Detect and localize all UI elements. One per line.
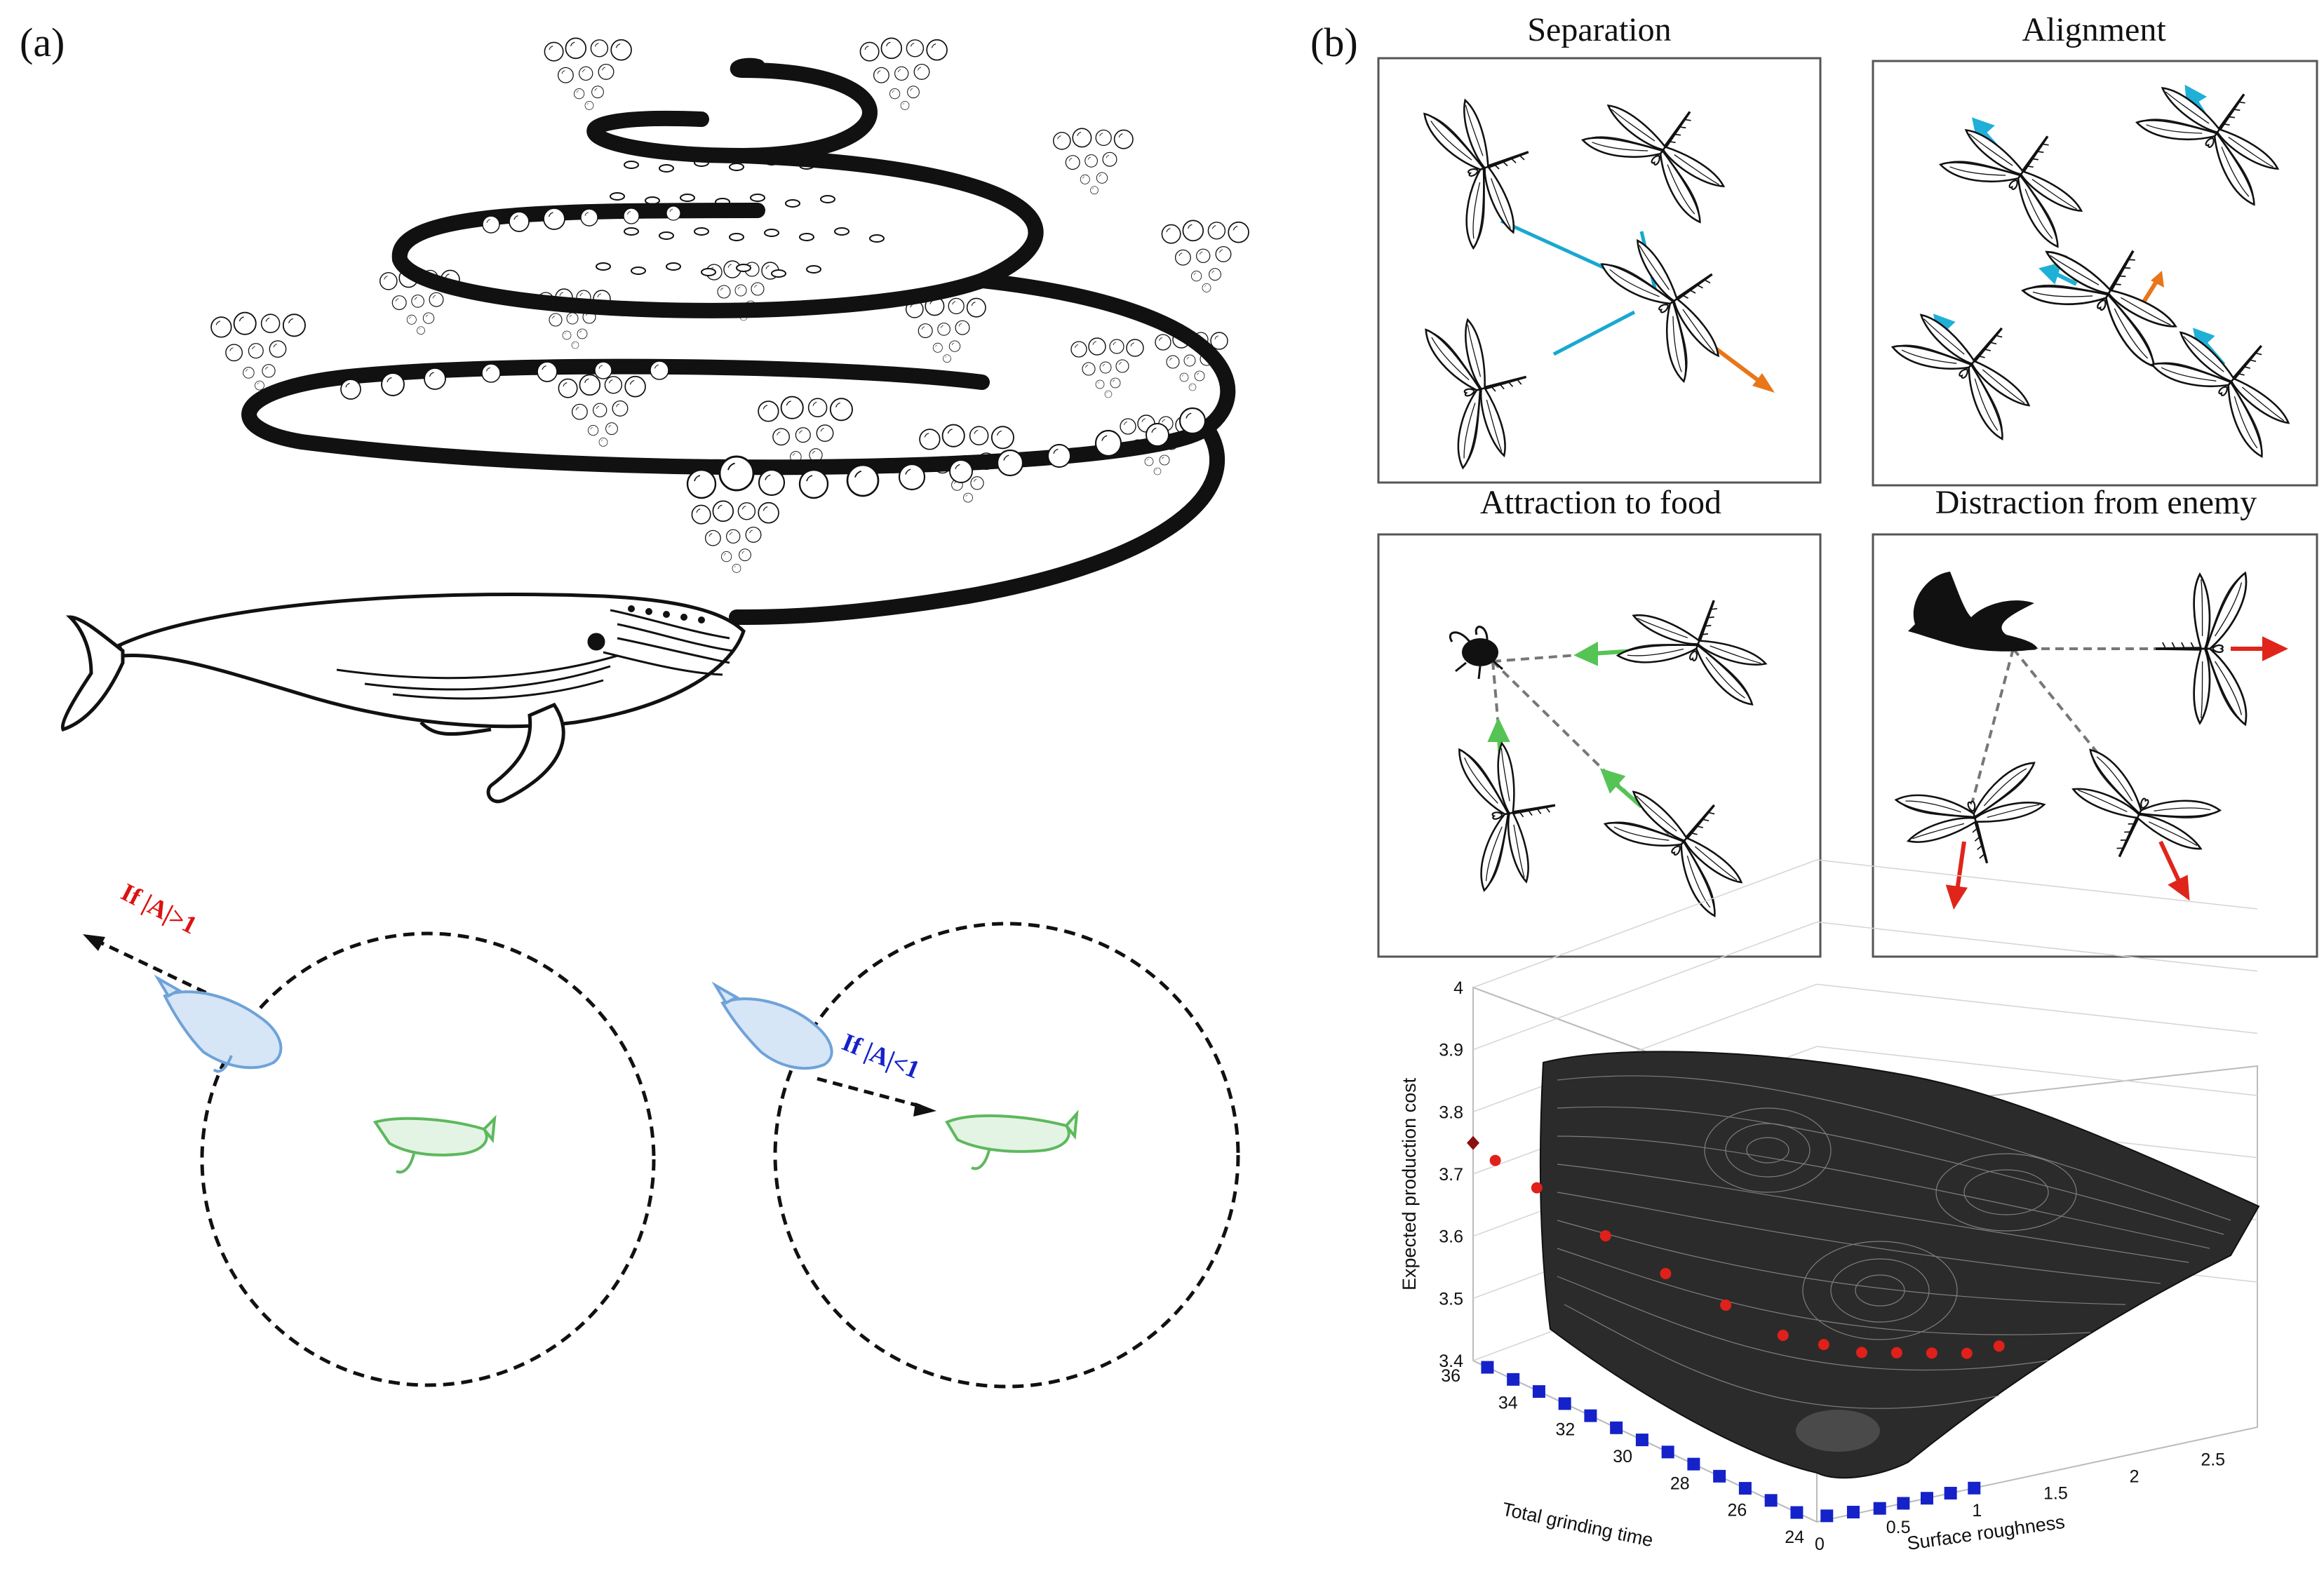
red-dot-marker	[1720, 1299, 1732, 1311]
blue-square-marker	[1584, 1409, 1597, 1422]
x-tick-label: 1	[1972, 1501, 1982, 1521]
blue-square-marker	[1897, 1497, 1910, 1510]
blue-square-marker	[1507, 1373, 1520, 1386]
distraction-panel: Distraction from enemy	[1872, 484, 2318, 958]
z-grid-line	[1472, 859, 2258, 988]
blue-square-marker	[1661, 1445, 1674, 1459]
red-dot-marker	[1599, 1230, 1611, 1242]
encircle-radius-circle	[773, 922, 1240, 1389]
blue-square-marker	[1764, 1494, 1778, 1507]
alignment-panel: Alignment	[1872, 11, 2318, 487]
bird-icon	[1908, 572, 2038, 652]
surface-mesh	[1557, 1075, 2231, 1452]
blue-square-marker	[1846, 1506, 1860, 1519]
z-tick-label: 3.4	[1439, 1351, 1463, 1371]
y-tick-label: 28	[1670, 1474, 1690, 1493]
x-tick-label: 0.5	[1886, 1518, 1911, 1537]
blue-square-marker	[1481, 1361, 1494, 1374]
blue-square-marker	[1610, 1421, 1623, 1434]
y-tick-label: 32	[1556, 1420, 1576, 1440]
blue-square-marker	[1738, 1482, 1752, 1495]
blue-square-marker	[1713, 1469, 1726, 1483]
attraction-panel: Attraction to food	[1377, 484, 1822, 958]
separation-panel: Separation	[1377, 11, 1822, 484]
z-tick-label: 3.5	[1439, 1289, 1463, 1309]
red-dot-marker	[1993, 1340, 2005, 1352]
surface-chart: 3.4 3.5 3.6 3.7 3.8 3.9 4 24 26 28 30 32 34 36 0 0.5 1 1.…	[1399, 859, 2260, 1554]
x-tick-label: 2.5	[2201, 1450, 2225, 1469]
y-axis-title: Total grinding time	[1500, 1499, 1655, 1551]
z-tick-label: 3.6	[1439, 1227, 1463, 1247]
red-dot-marker	[1489, 1154, 1501, 1166]
y-tick-label: 30	[1613, 1447, 1632, 1467]
blue-square-marker	[1968, 1481, 1981, 1495]
blue-square-marker	[1921, 1492, 1933, 1505]
cost-surface	[1539, 1051, 2260, 1479]
z-tick-label: 3.8	[1439, 1103, 1463, 1122]
search-radius-circle	[200, 931, 656, 1387]
exploration-diagram: If |A|>1 If |A|<1	[83, 877, 1240, 1389]
red-dot-marker	[1855, 1347, 1867, 1358]
blue-square-marker	[1687, 1457, 1700, 1471]
z-grid-line	[1472, 921, 2258, 1051]
prey-whale-icon-2	[945, 1110, 1079, 1171]
red-dot-marker	[1926, 1347, 1937, 1359]
x-tick-label: 1.5	[2043, 1484, 2068, 1504]
red-dot-marker	[1777, 1329, 1789, 1341]
search-whale-icon	[154, 974, 283, 1073]
z-tick-label: 4	[1453, 978, 1463, 998]
fly-icon	[1449, 626, 1503, 680]
search-whale-icon-2	[711, 981, 833, 1070]
panel-b: (b) Separation Alignment	[1310, 11, 2318, 1554]
blue-square-marker	[1820, 1509, 1834, 1523]
alignment-title: Alignment	[2022, 11, 2166, 48]
red-dot-marker	[1531, 1182, 1543, 1194]
bubble-spiral-icon	[211, 38, 1249, 625]
y-tick-label: 26	[1728, 1501, 1747, 1521]
x-axis-title: Surface roughness	[1906, 1511, 2067, 1554]
distraction-title: Distraction from enemy	[1935, 484, 2257, 521]
panel-a: (a)	[20, 20, 1249, 1389]
blue-square-marker	[1944, 1487, 1957, 1500]
prey-whale-icon	[372, 1114, 497, 1174]
blue-square-marker	[1873, 1502, 1886, 1515]
blue-square-marker	[1790, 1506, 1804, 1519]
blue-square-marker	[1635, 1434, 1648, 1447]
y-tick-label: 34	[1498, 1393, 1518, 1412]
z-axis-title: Expected production cost	[1399, 1077, 1420, 1290]
dark-red-diamond-marker	[1467, 1135, 1479, 1150]
separation-title: Separation	[1527, 11, 1671, 48]
humpback-whale-icon	[60, 593, 746, 803]
panel-a-label: (a)	[20, 20, 65, 65]
red-dot-marker	[1961, 1347, 1973, 1359]
y-tick-label: 24	[1785, 1528, 1804, 1547]
y-tick-label: 36	[1441, 1366, 1460, 1386]
z-tick-label: 3.9	[1439, 1041, 1463, 1060]
red-dot-marker	[1660, 1267, 1672, 1279]
panel-b-label: (b)	[1310, 20, 1358, 65]
attraction-title: Attraction to food	[1480, 484, 1721, 521]
x-tick-label: 2	[2130, 1467, 2140, 1487]
z-tick-label: 3.7	[1439, 1165, 1463, 1185]
blue-square-marker	[1558, 1397, 1571, 1410]
red-dot-marker	[1818, 1339, 1829, 1351]
blue-square-marker	[1532, 1385, 1545, 1398]
x-tick-label: 0	[1815, 1535, 1825, 1554]
condition-exploit-label: If |A|<1	[838, 1027, 924, 1084]
red-dot-marker	[1890, 1347, 1902, 1358]
condition-explore-label: If |A|>1	[116, 877, 201, 939]
